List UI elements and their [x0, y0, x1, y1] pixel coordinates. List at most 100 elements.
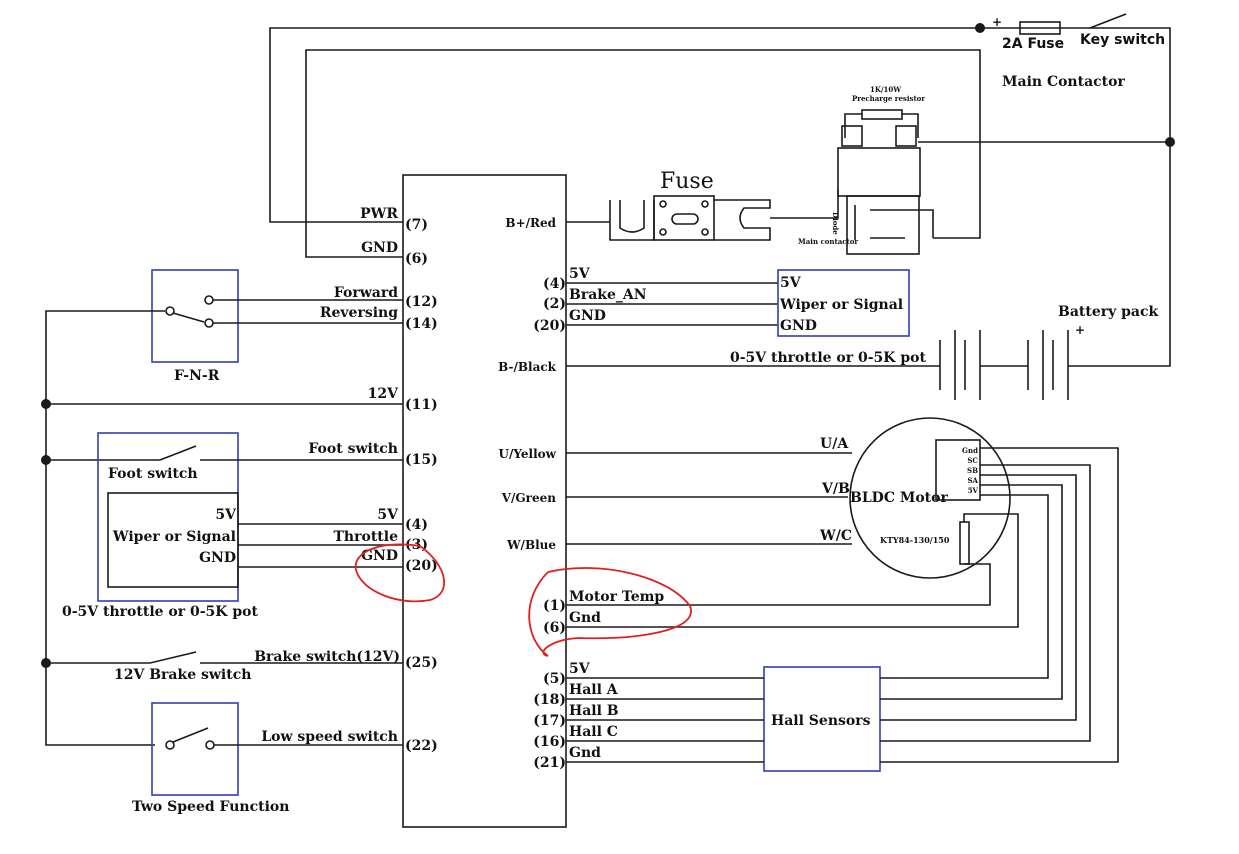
main-contactor-label: Main Contactor: [1002, 74, 1125, 90]
pin-number: (5): [543, 671, 566, 687]
connector-pin: Gnd: [962, 446, 978, 455]
motor-label: BLDC Motor: [850, 490, 948, 506]
pin-number: (4): [543, 276, 566, 292]
brake-switch: 12V Brake switch: [114, 651, 403, 683]
two-speed-switch: Two Speed Function: [132, 702, 403, 815]
left-pin-labels: PWR (7) GND (6) Forward (12) Reversing (…: [254, 206, 438, 754]
main-fuse: Fuse: [566, 169, 839, 241]
junction-dot: [975, 23, 985, 33]
brake-switch-label: 12V Brake switch: [114, 667, 251, 683]
pin-number: (14): [405, 316, 438, 332]
pin-label: GND: [569, 308, 606, 324]
pin-label: Forward: [334, 285, 398, 301]
contactor-diode-label: Diode: [831, 212, 840, 235]
pin-label: Motor Temp: [569, 589, 664, 605]
throttle-caption: 0-5V throttle or 0-5K pot: [62, 604, 258, 620]
pin-label: Throttle: [334, 529, 399, 545]
contactor-side-label: Main contactor: [798, 237, 858, 246]
pin-number: (6): [543, 620, 566, 636]
phase-label: U/A: [820, 436, 849, 452]
hall-sensors: Hall Sensors (5) 5V (18) Hall A (17) Hal…: [533, 447, 1119, 772]
pin-number: (25): [405, 655, 438, 671]
pin-number: (17): [533, 713, 566, 729]
pin-label: GND: [361, 548, 398, 564]
brake-pot-5v: 5V: [780, 275, 802, 291]
throttle-5v-label: 5V: [215, 507, 237, 523]
pin-label: Low speed switch: [261, 729, 398, 745]
main-fuse-label: Fuse: [660, 169, 714, 194]
pin-number: (16): [533, 734, 566, 750]
pin-label: Hall A: [569, 682, 619, 698]
phase-label: V/B: [821, 481, 850, 497]
pin-number: (11): [405, 397, 438, 413]
pin-label: 12V: [368, 386, 399, 402]
pin-number: (7): [405, 217, 428, 233]
fuse-2a-label: 2A Fuse: [1002, 36, 1064, 52]
connector-pin: SC: [967, 456, 978, 465]
motor-phases: U/A V/B W/C: [566, 436, 852, 545]
pin-number: (21): [533, 755, 566, 771]
pin-label: PWR: [360, 206, 398, 222]
pin-number: (20): [533, 318, 566, 334]
pin-number: (4): [405, 517, 428, 533]
key-switch-symbol: [1089, 13, 1127, 29]
connector-pin: SB: [967, 466, 978, 475]
temp-sensor-label: KTY84-130/150: [880, 535, 950, 545]
connector-pin: SA: [968, 476, 979, 485]
pin-label: Brake_AN: [569, 287, 647, 303]
controller-box: [402, 174, 567, 828]
pin-label: Gnd: [569, 745, 601, 761]
key-switch-circuit: 2A Fuse Key switch + Main Contactor: [269, 13, 1171, 258]
throttle-gnd-label: GND: [199, 550, 236, 566]
precharge-resistor-label: 1K/10W: [870, 85, 901, 94]
left-12v-bus: [41, 310, 403, 746]
pin-number: (20): [405, 558, 438, 574]
pin-label: Reversing: [320, 305, 398, 321]
pin-number: (15): [405, 452, 438, 468]
motor-temp-pins: (1) Motor Temp (6) Gnd: [543, 589, 664, 636]
key-switch-label: Key switch: [1080, 32, 1165, 48]
foot-switch-and-throttle: Foot switch 5V Wiper or Signal GND 0-5V …: [62, 432, 403, 620]
pin-number: (6): [405, 251, 428, 267]
annotation-circle-gnd: [354, 543, 445, 603]
battery-pack-label: Battery pack: [1058, 304, 1159, 320]
pin-label: Hall B: [569, 703, 619, 719]
terminal-label: V/Green: [501, 491, 557, 505]
battery-pack: Battery pack +: [566, 142, 1171, 400]
main-contactor: 1K/10W Precharge resistor Diode Main con…: [798, 85, 1175, 255]
pin-label: Gnd: [569, 610, 601, 626]
phase-label: W/C: [819, 528, 852, 544]
pin-label: 5V: [569, 661, 591, 677]
brake-pot-gnd: GND: [780, 318, 817, 334]
pin-number: (18): [533, 692, 566, 708]
foot-switch-box-label: Foot switch: [108, 466, 198, 482]
fnr-label: F-N-R: [174, 368, 220, 384]
precharge-resistor-sublabel: Precharge resistor: [852, 94, 925, 103]
brake-pot-wiper: Wiper or Signal: [779, 297, 903, 313]
terminal-label: W/Blue: [506, 538, 556, 552]
battery-plus-label: +: [1075, 323, 1085, 337]
connector-pin: 5V: [968, 486, 979, 495]
annotation-circle-motor-temp: [528, 567, 692, 657]
hall-sensors-label: Hall Sensors: [771, 713, 871, 729]
pin-label: GND: [361, 240, 398, 256]
fnr-switch: F-N-R: [110, 269, 403, 384]
terminal-label: B-/Black: [498, 360, 557, 374]
bldc-motor: BLDC Motor Gnd SC SB SA 5V KTY84-130/150: [566, 417, 1019, 628]
pin-number: (22): [405, 738, 438, 754]
terminal-label: B+/Red: [505, 216, 556, 230]
pin-number: (2): [543, 296, 566, 312]
pin-number: (12): [405, 294, 438, 310]
pin-number: (1): [543, 598, 566, 614]
plus-label: +: [992, 15, 1002, 29]
pin-label: 5V: [569, 266, 591, 282]
brake-pot-circuit: (4) 5V (2) Brake_AN (20) GND 5V Wiper or…: [533, 266, 926, 366]
right-terminals: B+/Red B-/Black U/Yellow V/Green W/Blue: [498, 216, 557, 552]
pin-label: Hall C: [569, 724, 618, 740]
fuse-2a-symbol: [1019, 21, 1061, 35]
brake-pot-caption: 0-5V throttle or 0-5K pot: [730, 350, 926, 366]
two-speed-label: Two Speed Function: [132, 799, 289, 815]
terminal-label: U/Yellow: [499, 447, 557, 461]
pin-label: 5V: [377, 507, 399, 523]
